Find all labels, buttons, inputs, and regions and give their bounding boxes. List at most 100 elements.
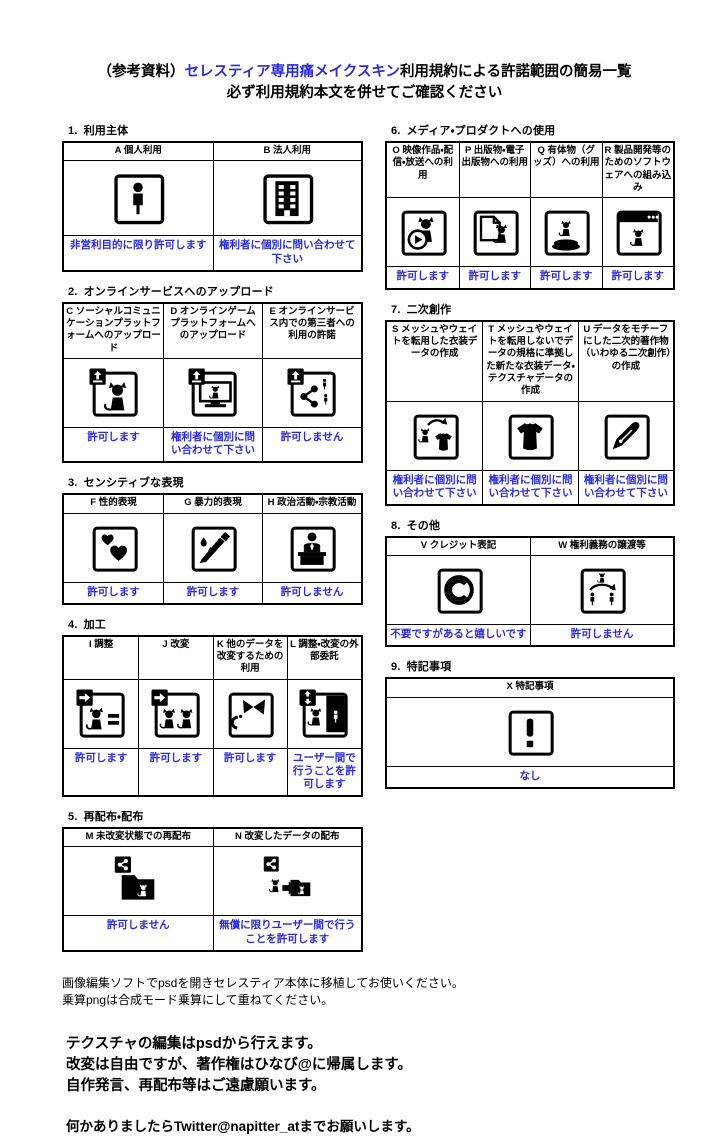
- pen-icon: [598, 408, 654, 464]
- cell-d-status: 権利者に個別に問い合わせて下さい: [163, 428, 262, 462]
- section-usage-entity: 1.利用主体 A 個人利用 B 法人利用 非営利目的に限り許可します 権利者に個…: [62, 122, 363, 272]
- cell-n-pictogram: [212, 847, 361, 917]
- title-brand: セレスティア専用痛メイクスキン: [184, 64, 400, 80]
- terms-line: 自作発言、再配布等はご遠慮願います。: [66, 1077, 326, 1094]
- figurine-cat-icon: [538, 204, 594, 260]
- cell-r-pictogram: [601, 198, 673, 268]
- section-heading: 2.オンラインサービスへのアップロード: [68, 285, 274, 298]
- cell-o-pictogram: [387, 198, 459, 268]
- cell-f-header: F 性的表現: [64, 495, 163, 514]
- cell-k-header: K 他のデータを改変するための利用: [212, 636, 287, 680]
- permission-table: I 調整 J 改変 K 他のデータを改変するための利用 L 調整・改変の外部委託…: [62, 634, 363, 798]
- usage-note: 画像編集ソフトでpsdを開きセレスティア本体に移植してお使いください。: [62, 975, 464, 990]
- new-costume-icon: [502, 408, 558, 464]
- cell-m-status: 許可しません: [106, 919, 170, 932]
- cell-t-header: T メッシュやウェイトを転用しないでデータの規格に準拠した新たな衣装データ・テク…: [482, 321, 578, 402]
- left-column: 1.利用主体 A 個人利用 B 法人利用 非営利目的に限り許可します 権利者に個…: [62, 122, 363, 963]
- title-line1: （参考資料）セレスティア専用痛メイクスキン利用規約による許諾範囲の簡易一覧: [62, 62, 667, 83]
- cell-h-header: H 政治活動・宗教活動: [262, 495, 361, 514]
- cell-s-pictogram: [387, 402, 483, 471]
- cell-f-status: 許可します: [87, 585, 140, 598]
- permission-table: S メッシュやウェイトを転用した衣装データの作成 T メッシュやウェイトを転用し…: [385, 319, 675, 506]
- cell-s-status: 権利者に個別に問い合わせて下さい: [392, 473, 477, 499]
- section-special-notes: 9.特記事項 X 特記事項 なし: [385, 658, 675, 789]
- cell-c-header: C ソーシャルコミュニケーションプラットフォームへのアップロード: [64, 304, 163, 359]
- outsource-handoff-icon: [296, 686, 352, 742]
- hearts-icon: [86, 520, 142, 576]
- software-window-cat-icon: [610, 204, 666, 260]
- cell-p-pictogram: [458, 198, 530, 268]
- cell-t-status: 権利者に個別に問い合わせて下さい: [482, 470, 577, 504]
- usage-note: 乗算pngは合成モード乗算にして重ねてください。: [62, 993, 334, 1008]
- cell-v-header: V クレジット表記: [387, 538, 530, 557]
- modify-other-data-icon: [222, 686, 278, 742]
- cell-w-pictogram: [530, 556, 673, 626]
- cell-g-pictogram: [163, 513, 262, 583]
- cell-l-header: L 調整・改変の外部委託: [286, 636, 361, 680]
- cell-s-header: S メッシュやウェイトを転用した衣装データの作成: [387, 322, 483, 402]
- building-icon: [256, 167, 318, 229]
- cell-q-pictogram: [530, 198, 602, 268]
- cell-m-pictogram: [64, 847, 213, 917]
- right-column: 6.メディア・プロダクトへの使用 O 映像作品・配信・放送への利用 P 出版物・…: [385, 122, 675, 800]
- upload-monitor-cat-icon: [185, 365, 241, 421]
- cell-i-header: I 調整: [64, 637, 139, 680]
- cell-n-header: N 改変したデータの配布: [212, 829, 361, 848]
- cell-n-status: 無償に限りユーザー間で行うことを許可します: [212, 916, 362, 950]
- cell-h-status: 許可しません: [262, 582, 361, 603]
- cell-i-pictogram: [64, 680, 139, 749]
- cell-o-status: 許可します: [396, 270, 450, 283]
- permission-table: M 未改変状態での再配布 N 改変したデータの配布 許可しません 無償に限りユー…: [62, 827, 363, 952]
- cell-c-status: 許可します: [87, 431, 140, 443]
- document-cat-icon: [467, 204, 523, 260]
- cell-t-pictogram: [482, 401, 578, 471]
- video-play-cat-icon: [395, 204, 451, 260]
- share-folder-cat-icon: [110, 853, 166, 909]
- page-title: （参考資料）セレスティア専用痛メイクスキン利用規約による許諾範囲の簡易一覧 必ず…: [62, 62, 667, 104]
- terms-summary: テクスチャの編集はpsdから行えます。 改変は自由ですが、著作権はひなび@に帰属…: [66, 1034, 667, 1097]
- cell-u-status: 権利者に個別に問い合わせて下さい: [577, 470, 673, 504]
- rights-transfer-icon: [574, 562, 630, 618]
- cell-q-status: 許可します: [530, 267, 602, 288]
- section-sensitive-expression: 3.センシティブな表現 F 性的表現 G 暴力的表現 H 政治活動・宗教活動 許…: [62, 474, 363, 605]
- cell-g-status: 許可します: [163, 582, 262, 603]
- section-heading: 1.利用主体: [68, 125, 129, 138]
- cell-d-pictogram: [163, 359, 262, 428]
- cell-c-pictogram: [64, 359, 163, 428]
- section-redistribution: 5.再配布・配布 M 未改変状態での再配布 N 改変したデータの配布 許可しませ…: [62, 808, 363, 952]
- cell-m-header: M 未改変状態での再配布: [64, 829, 213, 848]
- section-heading: 9.特記事項: [391, 661, 452, 674]
- cell-a-pictogram: [64, 161, 213, 237]
- two-column-layout: 1.利用主体 A 個人利用 B 法人利用 非営利目的に限り許可します 権利者に個…: [62, 122, 675, 963]
- cell-k-pictogram: [212, 679, 287, 749]
- section-heading: 4.加工: [68, 618, 106, 631]
- cell-o-header: O 映像作品・配信・放送への利用: [387, 143, 459, 199]
- cell-a-header: A 個人利用: [64, 143, 213, 162]
- upload-share-users-icon: [284, 365, 340, 421]
- cell-k-status: 許可します: [212, 748, 287, 796]
- cell-i-status: 許可します: [74, 751, 128, 764]
- cell-x-header: X 特記事項: [387, 679, 673, 698]
- section-other: 8.その他 V クレジット表記 W 権利義務の譲渡等 不要ですがあると嬉しいです…: [385, 517, 675, 648]
- cell-a-status: 非営利目的に限り許可します: [70, 239, 207, 252]
- cell-f-pictogram: [64, 514, 163, 583]
- cell-j-header: J 改変: [138, 636, 213, 680]
- cell-b-header: B 法人利用: [212, 143, 361, 162]
- document-page: （参考資料）セレスティア専用痛メイクスキン利用規約による許諾範囲の簡易一覧 必ず…: [62, 62, 675, 1134]
- cell-x-pictogram: [387, 698, 673, 767]
- title-line2: 必ず利用規約本文を併せてご確認ください: [226, 85, 503, 102]
- section-heading: 3.センシティブな表現: [68, 477, 184, 490]
- permission-table: F 性的表現 G 暴力的表現 H 政治活動・宗教活動 許可します 許可します 許…: [62, 493, 363, 605]
- cell-v-pictogram: [387, 556, 530, 626]
- permission-table: X 特記事項 なし: [385, 677, 675, 789]
- section-processing: 4.加工 I 調整 J 改変 K 他のデータを改変するための利用 L 調整・改変…: [62, 616, 363, 798]
- cell-r-header: R 製品開発等のためのソフトウェアへの組み込み: [601, 143, 673, 199]
- exclamation-icon: [502, 704, 558, 760]
- cell-l-pictogram: [286, 679, 361, 749]
- cell-e-status: 許可しません: [262, 428, 361, 462]
- terms-line: 改変は自由ですが、著作権はひなび@に帰属します。: [66, 1056, 412, 1073]
- cell-w-status: 許可しません: [530, 625, 673, 646]
- cell-r-status: 許可します: [601, 267, 674, 288]
- cell-v-status: 不要ですがあると嬉しいです: [390, 628, 527, 641]
- section-derivative-works: 7.二次創作 S メッシュやウェイトを転用した衣装データの作成 T メッシュやウ…: [385, 301, 675, 506]
